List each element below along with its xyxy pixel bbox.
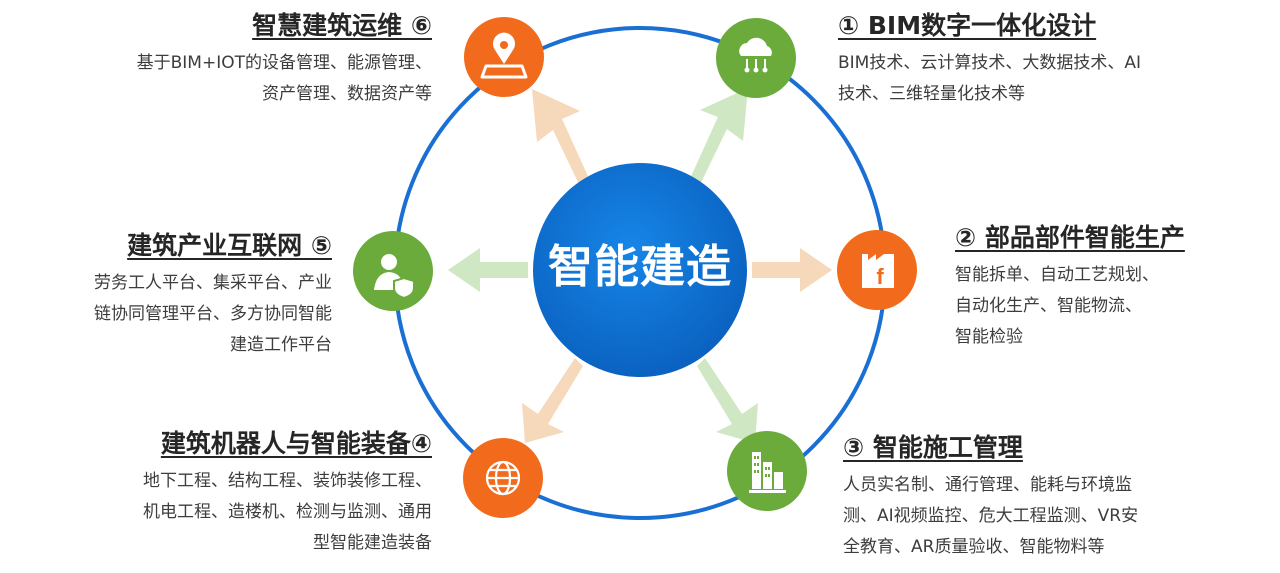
node-production: f bbox=[837, 230, 917, 310]
block-construction: ③ 智能施工管理 人员实名制、通行管理、能耗与环境监 测、AI视频监控、危大工程… bbox=[843, 432, 1203, 563]
block-robotics: 建筑机器人与智能装备④ 地下工程、结构工程、装饰装修工程、 机电工程、造楼机、检… bbox=[30, 428, 432, 559]
arrow-to-operations bbox=[532, 89, 597, 201]
map-pin-icon bbox=[480, 32, 528, 79]
production-desc: 智能拆单、自动工艺规划、 自动化生产、智能物流、 智能检验 bbox=[955, 265, 1159, 347]
arrow-to-production bbox=[752, 248, 832, 292]
production-title: ② 部品部件智能生产 bbox=[955, 223, 1185, 252]
building-chart-icon bbox=[749, 452, 786, 493]
operations-desc: 基于BIM+IOT的设备管理、能源管理、 资产管理、数据资产等 bbox=[136, 53, 432, 104]
robotics-desc: 地下工程、结构工程、装饰装修工程、 机电工程、造楼机、检测与监测、通用 型智能建… bbox=[143, 471, 432, 553]
factory-document-icon: f bbox=[862, 254, 894, 289]
block-internet: 建筑产业互联网 ⑤ 劳务工人平台、集采平台、产业 链协同管理平台、多方协同智能 … bbox=[30, 230, 332, 361]
block-production: ② 部品部件智能生产 智能拆单、自动工艺规划、 自动化生产、智能物流、 智能检验 bbox=[955, 222, 1245, 353]
arrow-to-bim-design bbox=[683, 88, 748, 199]
bim-design-desc: BIM技术、云计算技术、大数据技术、AI 技术、三维轻量化技术等 bbox=[838, 53, 1141, 104]
internet-desc: 劳务工人平台、集采平台、产业 链协同管理平台、多方协同智能 建造工作平台 bbox=[94, 273, 332, 355]
construction-title: ③ 智能施工管理 bbox=[843, 433, 1023, 462]
construction-desc: 人员实名制、通行管理、能耗与环境监 测、AI视频监控、危大工程监测、VR安 全教… bbox=[843, 475, 1139, 557]
cloud-network-icon bbox=[739, 37, 772, 73]
node-operations bbox=[464, 17, 544, 97]
arrow-to-construction bbox=[697, 358, 758, 443]
internet-title: 建筑产业互联网 ⑤ bbox=[127, 231, 332, 260]
node-robotics bbox=[463, 438, 543, 518]
bim-design-title: ① BIM数字一体化设计 bbox=[838, 11, 1097, 40]
block-operations: 智慧建筑运维 ⑥ 基于BIM+IOT的设备管理、能源管理、 资产管理、数据资产等 bbox=[60, 10, 432, 110]
user-shield-icon bbox=[374, 254, 415, 300]
globe-grid-icon bbox=[485, 460, 521, 496]
center-label: 智能建造 bbox=[547, 240, 732, 293]
node-internet bbox=[353, 231, 433, 311]
node-bim-design bbox=[716, 18, 796, 98]
block-bim-design: ① BIM数字一体化设计 BIM技术、云计算技术、大数据技术、AI 技术、三维轻… bbox=[838, 10, 1198, 110]
center-circle bbox=[533, 163, 747, 377]
arrow-to-internet bbox=[448, 248, 528, 292]
node-construction bbox=[727, 431, 807, 511]
svg-text:f: f bbox=[876, 264, 884, 289]
operations-title: 智慧建筑运维 ⑥ bbox=[252, 11, 432, 40]
robotics-title: 建筑机器人与智能装备④ bbox=[160, 429, 432, 458]
arrow-to-robotics bbox=[522, 358, 583, 443]
